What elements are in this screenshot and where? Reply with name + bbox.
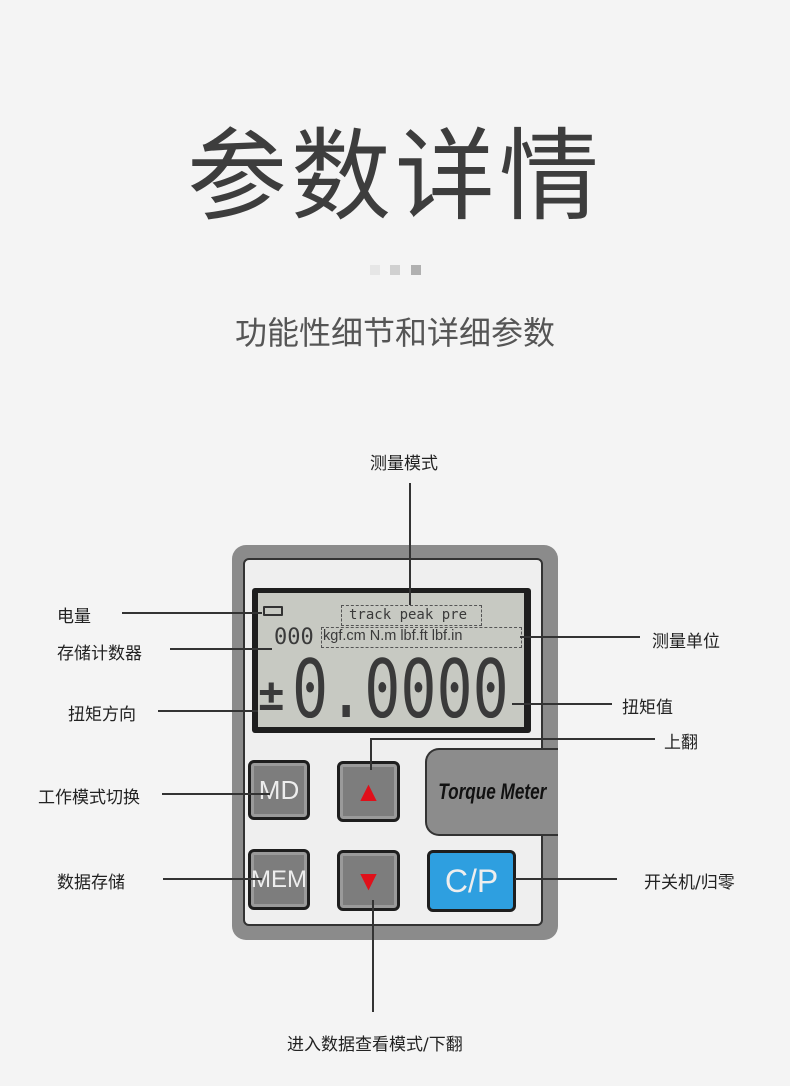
down-button[interactable]: ▼ [337, 850, 400, 911]
callout-line [512, 703, 612, 705]
torque-value-display: 0.0000 [292, 643, 509, 736]
callout-line [370, 738, 372, 770]
callout-line [163, 878, 262, 880]
callout-line [515, 878, 617, 880]
brand-plate: Torque Meter [425, 748, 558, 836]
label-up: 上翻 [664, 733, 698, 753]
torque-value-wrap: 0.0000 [292, 643, 581, 736]
md-button[interactable]: MD [248, 760, 310, 820]
label-unit: 测量单位 [652, 632, 720, 652]
unit-indicator: kgf.cm N.m lbf.ft lbf.in [323, 628, 463, 644]
cp-button[interactable]: C/P [427, 850, 516, 912]
callout-line [162, 793, 270, 795]
label-view: 进入数据查看模式/下翻 [287, 1035, 463, 1055]
decor-dot [370, 265, 380, 275]
subtitle: 功能性细节和详细参数 [234, 314, 555, 352]
label-battery: 电量 [57, 607, 91, 627]
callout-line [122, 612, 262, 614]
callout-line [372, 900, 374, 1012]
label-direction: 扭矩方向 [68, 705, 136, 725]
brand-text: Torque Meter [438, 779, 547, 804]
label-mode-switch: 工作模式切换 [38, 788, 140, 808]
mode-box [341, 605, 482, 626]
battery-icon [263, 606, 283, 616]
page-title: 参数详情 [187, 118, 603, 235]
mode-indicator: track peak pre [349, 607, 468, 623]
callout-line [409, 483, 411, 605]
callout-line [158, 710, 258, 712]
label-power: 开关机/归零 [644, 873, 735, 893]
sign-display: ± [258, 670, 285, 721]
decor-dot [411, 265, 421, 275]
label-value: 扭矩值 [622, 698, 673, 718]
callout-line [370, 738, 655, 740]
label-store: 数据存储 [57, 873, 125, 893]
callout-line [520, 636, 640, 638]
unit-box [321, 627, 522, 648]
mem-button[interactable]: MEM [248, 849, 310, 910]
counter-display: 000 [274, 625, 314, 650]
label-counter: 存储计数器 [57, 644, 142, 664]
callout-line [170, 648, 272, 650]
label-mode: 测量模式 [370, 454, 438, 474]
lcd-screen [258, 593, 524, 727]
decor-dot [390, 265, 400, 275]
up-button[interactable]: ▲ [337, 761, 400, 822]
